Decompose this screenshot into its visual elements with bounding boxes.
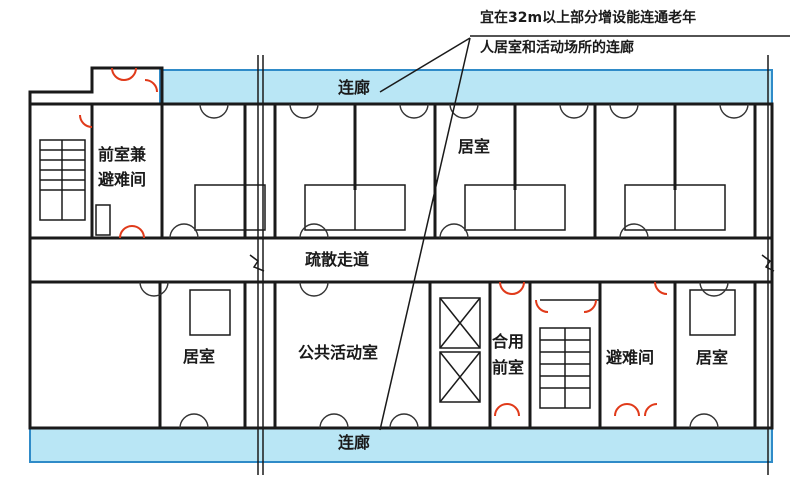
evacuation-aisle-label: 疏散走道 bbox=[305, 250, 369, 269]
annotation-leaders bbox=[379, 35, 790, 431]
shared-front-room-label-2: 前室 bbox=[492, 358, 524, 377]
fire-doors bbox=[79, 67, 668, 417]
bedroom-top-label: 居室 bbox=[458, 137, 490, 156]
stair-bottom bbox=[539, 299, 600, 409]
bedroom-left-label: 居室 bbox=[183, 347, 215, 366]
break-lines bbox=[249, 55, 775, 475]
top-corridor-band bbox=[159, 69, 773, 105]
bottom-room-partitions bbox=[158, 282, 757, 428]
corridor-bottom-label: 连廊 bbox=[338, 433, 370, 452]
doors bbox=[139, 103, 749, 429]
top-room-partitions bbox=[160, 104, 757, 238]
bottom-corridor-band bbox=[29, 427, 773, 463]
aisle-walls bbox=[30, 236, 772, 284]
elevators bbox=[439, 297, 481, 403]
corridor-top-label: 连廊 bbox=[338, 78, 370, 97]
front-room-refuge-label-1: 前室兼 bbox=[98, 145, 146, 164]
public-activity-room-label: 公共活动室 bbox=[298, 343, 378, 362]
shared-front-room-label-1: 合用 bbox=[492, 332, 524, 351]
annotation-line-2: 人居室和活动场所的连廊 bbox=[480, 39, 634, 56]
outer-walls bbox=[28, 66, 774, 430]
refuge-room-label: 避难间 bbox=[606, 348, 654, 367]
bedroom-right-label: 居室 bbox=[696, 348, 728, 367]
front-room-refuge-label-2: 避难间 bbox=[98, 170, 146, 189]
annotation-line-1: 宜在32m以上部分增设能连通老年 bbox=[480, 9, 696, 26]
